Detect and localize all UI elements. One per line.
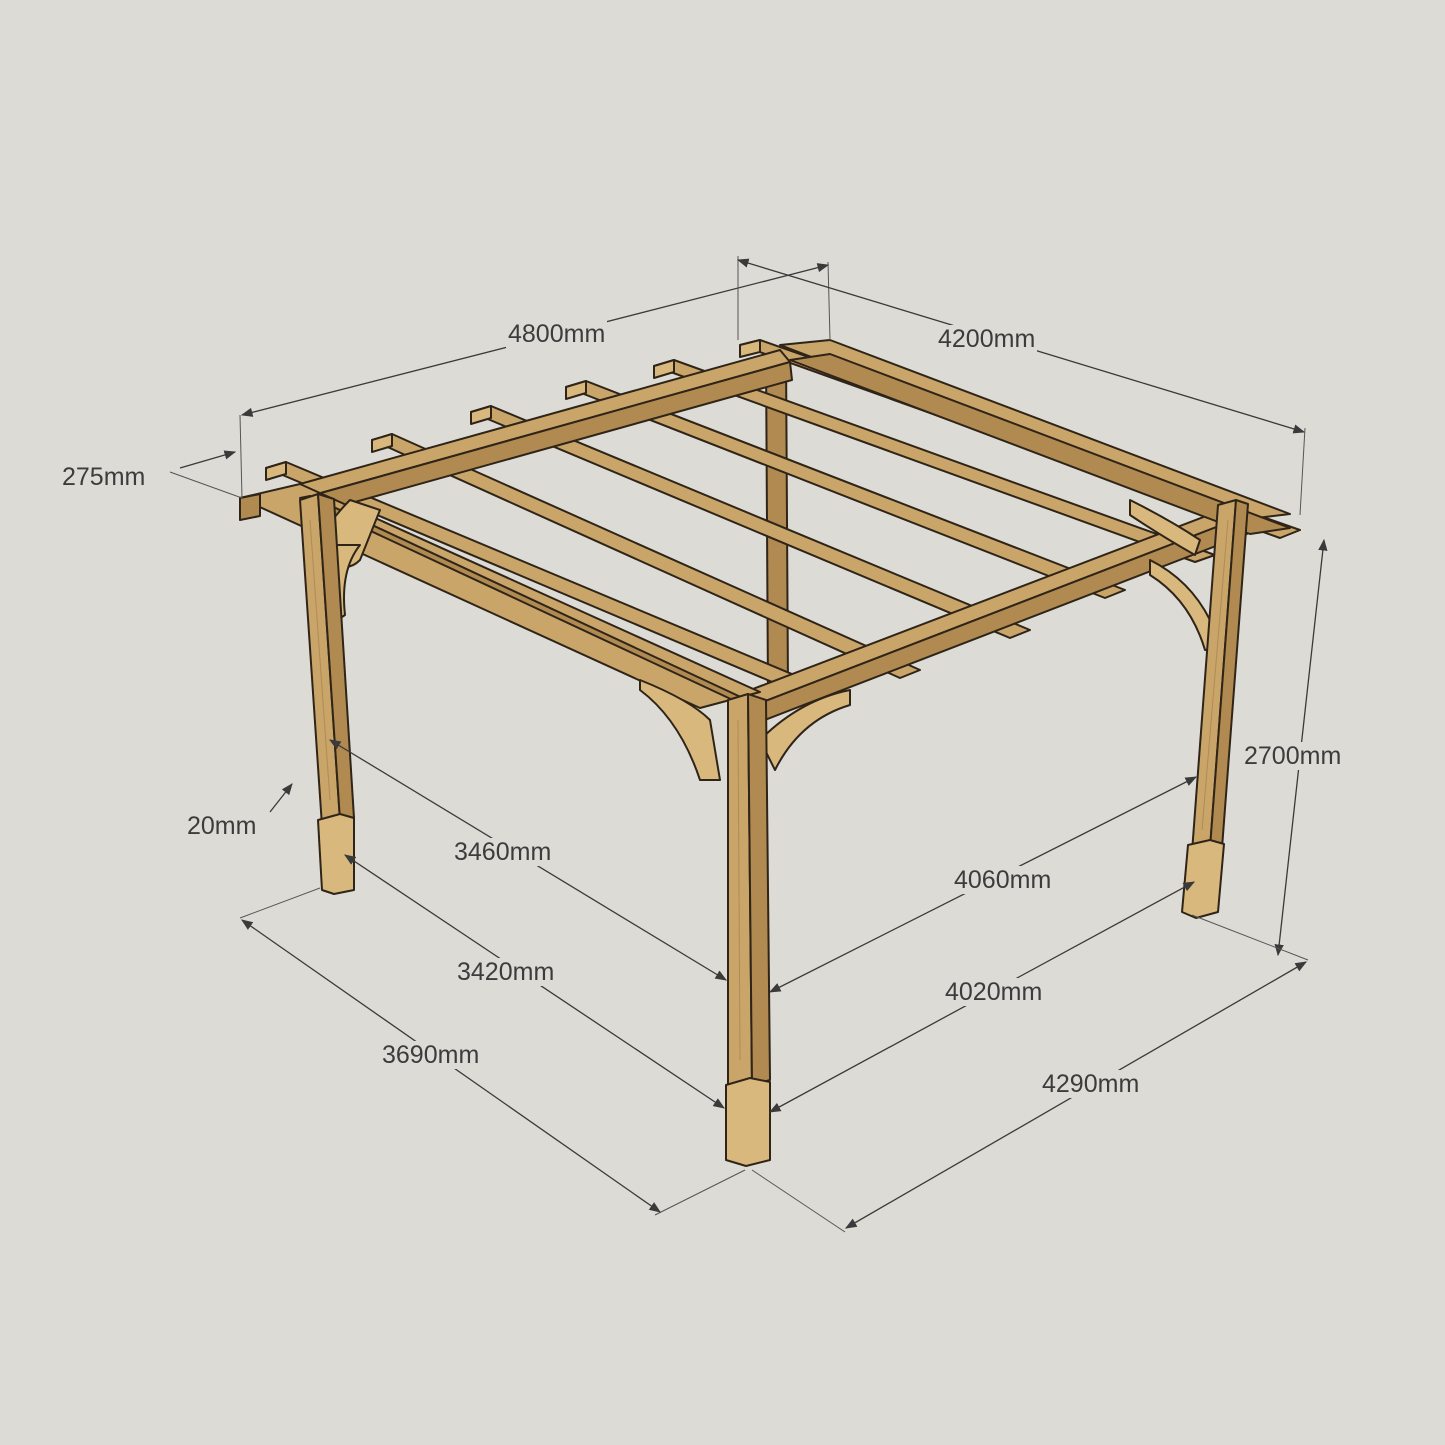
dim-overall-right: 4290mm: [1040, 1070, 1142, 1098]
dim-post-front-right: 4020mm: [943, 978, 1045, 1006]
dim-post-front-left: 3420mm: [455, 958, 557, 986]
dim-rafter-overhang: 275mm: [60, 463, 148, 491]
dim-depth-top: 4200mm: [936, 325, 1038, 353]
dim-width-top: 4800mm: [506, 320, 608, 348]
right-post: [1181, 499, 1249, 919]
dim-inner-front-right: 4060mm: [952, 866, 1054, 894]
dim-base-gap: 20mm: [185, 812, 259, 840]
dim-height: 2700mm: [1242, 742, 1344, 770]
dim-overall-left: 3690mm: [380, 1041, 482, 1069]
dim-inner-front-left: 3460mm: [452, 838, 554, 866]
front-corner-post: [725, 693, 771, 1167]
rafters: [265, 339, 1301, 699]
